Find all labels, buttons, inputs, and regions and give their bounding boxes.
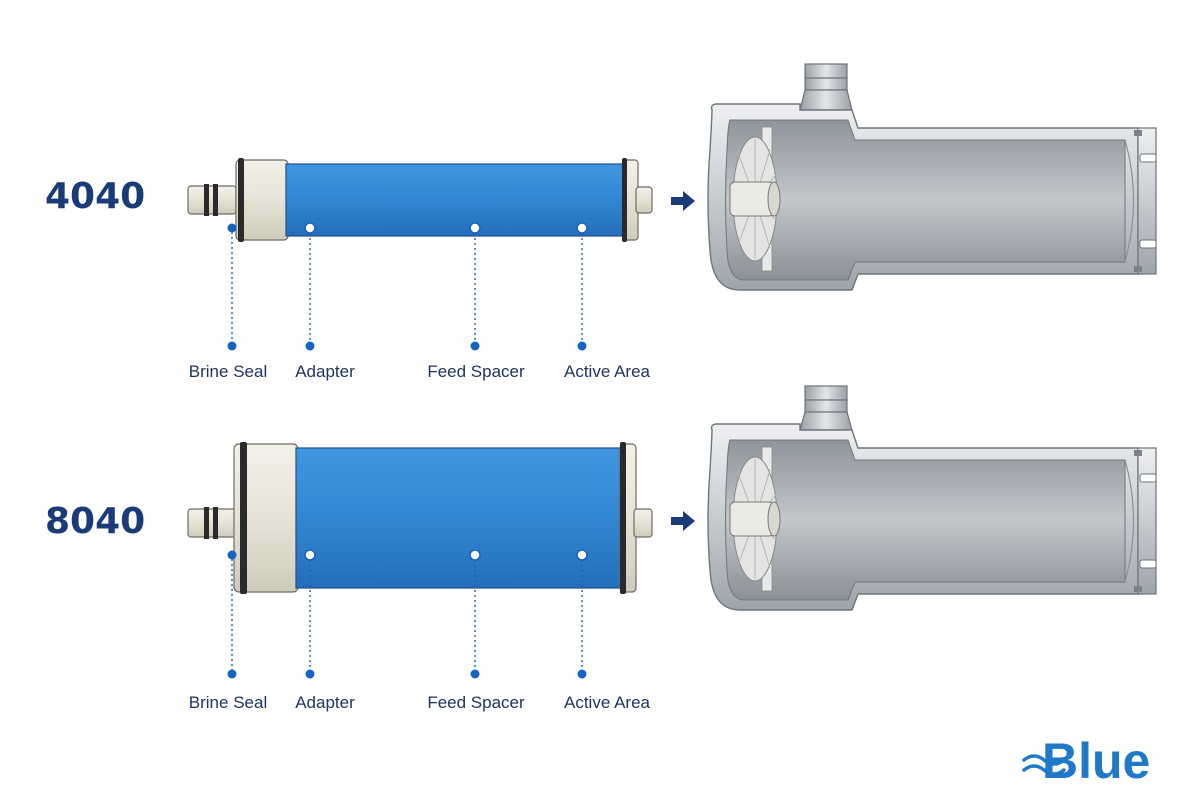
callouts-4040: Brine Seal Adapter Feed Spacer Active Ar… (189, 223, 651, 381)
arrow-right-icon (671, 191, 695, 211)
model-8040-group: 8040 Brine Seal Adapte (45, 386, 1156, 712)
permeate-coupler (730, 502, 774, 536)
brand-logo: Blue (1024, 733, 1150, 789)
permeate-tube-right (634, 509, 652, 537)
callout-label: Active Area (564, 362, 651, 381)
feed-port (800, 90, 852, 110)
callout-label: Feed Spacer (427, 362, 525, 381)
permeate-coupler (730, 182, 774, 216)
pressure-vessel-8040 (708, 386, 1156, 610)
permeate-tube-left (188, 509, 236, 537)
callout-label: Brine Seal (189, 693, 267, 712)
retaining-ring (1134, 450, 1142, 456)
end-closure (1138, 128, 1156, 274)
permeate-tube-right (636, 187, 652, 213)
callout-label: Brine Seal (189, 362, 267, 381)
callout-label: Adapter (295, 362, 355, 381)
callout-active-area: Active Area (564, 223, 651, 381)
brine-seal-ring (240, 442, 247, 594)
callout-label: Adapter (295, 693, 355, 712)
arrow-right-icon (671, 511, 695, 531)
retaining-ring (1134, 130, 1142, 136)
brine-seal-ring (238, 158, 244, 242)
tube-o-ring (213, 507, 218, 539)
logo-text: Blue (1042, 733, 1150, 789)
callout-feed-spacer: Feed Spacer (427, 223, 525, 381)
model-label-4040: 4040 (45, 176, 145, 217)
tube-o-ring (204, 507, 209, 539)
permeate-tube-left (188, 186, 236, 214)
vessel-bore (726, 440, 1126, 600)
end-closure (1138, 448, 1156, 594)
callout-label: Feed Spacer (427, 693, 525, 712)
pressure-vessel-4040 (708, 64, 1156, 290)
feed-port (800, 412, 852, 430)
callout-adapter: Adapter (295, 223, 355, 381)
model-4040-group: 4040 Brine Seal (45, 64, 1156, 381)
callout-label: Active Area (564, 693, 651, 712)
model-label-8040: 8040 (45, 501, 145, 542)
port-thread (805, 386, 847, 400)
tube-o-ring (213, 184, 218, 216)
tube-o-ring (204, 184, 209, 216)
callout-brine-seal: Brine Seal (189, 224, 267, 382)
vessel-bore (726, 120, 1126, 280)
port-thread (805, 64, 847, 78)
